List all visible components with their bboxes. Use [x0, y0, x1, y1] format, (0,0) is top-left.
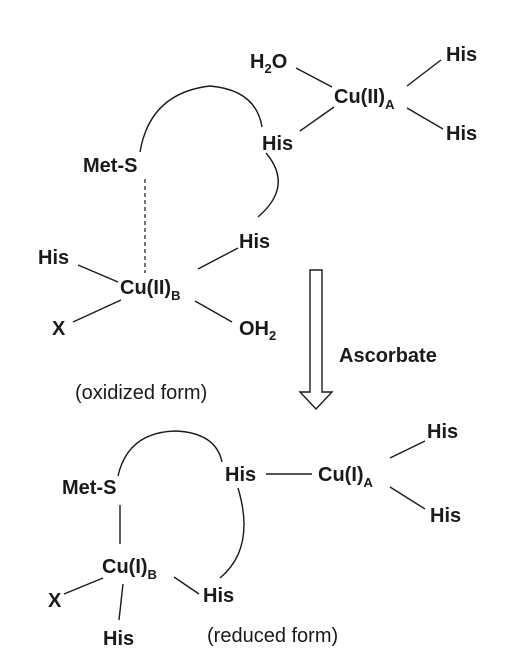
- bond-cuA-his-bottom: [406, 107, 444, 130]
- his-label: His: [430, 505, 461, 527]
- bond-cuB-his-bottom: [118, 583, 124, 621]
- bond-cuA-his-bottom: [389, 486, 426, 510]
- reduced-caption: (reduced form): [207, 625, 338, 647]
- cuA-label: Cu(II)A: [334, 86, 395, 112]
- arc-met-s-to-his: [139, 85, 263, 153]
- oxidized-structure: H2O Cu(II)A His His His Met-S His His Cu…: [38, 44, 477, 404]
- x-label: X: [48, 590, 62, 612]
- cuB-label: Cu(II)B: [120, 277, 180, 303]
- arc-his-to-his: [257, 152, 279, 218]
- bond-x-cuB: [72, 299, 122, 323]
- bond-his-cuB: [197, 247, 239, 270]
- his-label: His: [38, 247, 69, 269]
- cuB-label: Cu(I)B: [102, 556, 157, 582]
- his-label: His: [225, 464, 256, 486]
- his-label: His: [262, 133, 293, 155]
- bond-h2o-cuA: [295, 67, 333, 88]
- h2o-label: H2O: [250, 51, 287, 76]
- his-label: His: [203, 585, 234, 607]
- reagent-label: Ascorbate: [339, 345, 437, 367]
- his-label: His: [446, 44, 477, 66]
- met-s-label: Met-S: [62, 477, 116, 499]
- bond-cuA-his-bridge: [299, 106, 335, 132]
- bond-his-left-cuB: [77, 264, 119, 283]
- bond-x-cuB: [63, 577, 104, 595]
- oh2-label: OH2: [239, 318, 276, 343]
- his-label: His: [103, 628, 134, 650]
- reaction-arrow: Ascorbate: [298, 269, 437, 411]
- his-label: His: [427, 421, 458, 443]
- bond-cuB-his-right: [173, 576, 200, 595]
- bond-cuA-his-top: [389, 440, 426, 459]
- x-label: X: [52, 318, 66, 340]
- bond-cuA-his-top: [406, 59, 442, 87]
- arc-met-s-to-his: [117, 430, 223, 477]
- cuA-label: Cu(I)A: [318, 464, 374, 490]
- met-s-label: Met-S: [83, 155, 137, 177]
- reduced-structure: Met-S His Cu(I)A His His Cu(I)B X His Hi…: [48, 421, 461, 650]
- arc-his-to-his: [219, 487, 245, 579]
- his-label: His: [446, 123, 477, 145]
- his-label: His: [239, 231, 270, 253]
- down-arrow-icon: [298, 269, 334, 411]
- bond-cuB-oh2: [194, 300, 233, 323]
- oxidized-caption: (oxidized form): [75, 382, 207, 404]
